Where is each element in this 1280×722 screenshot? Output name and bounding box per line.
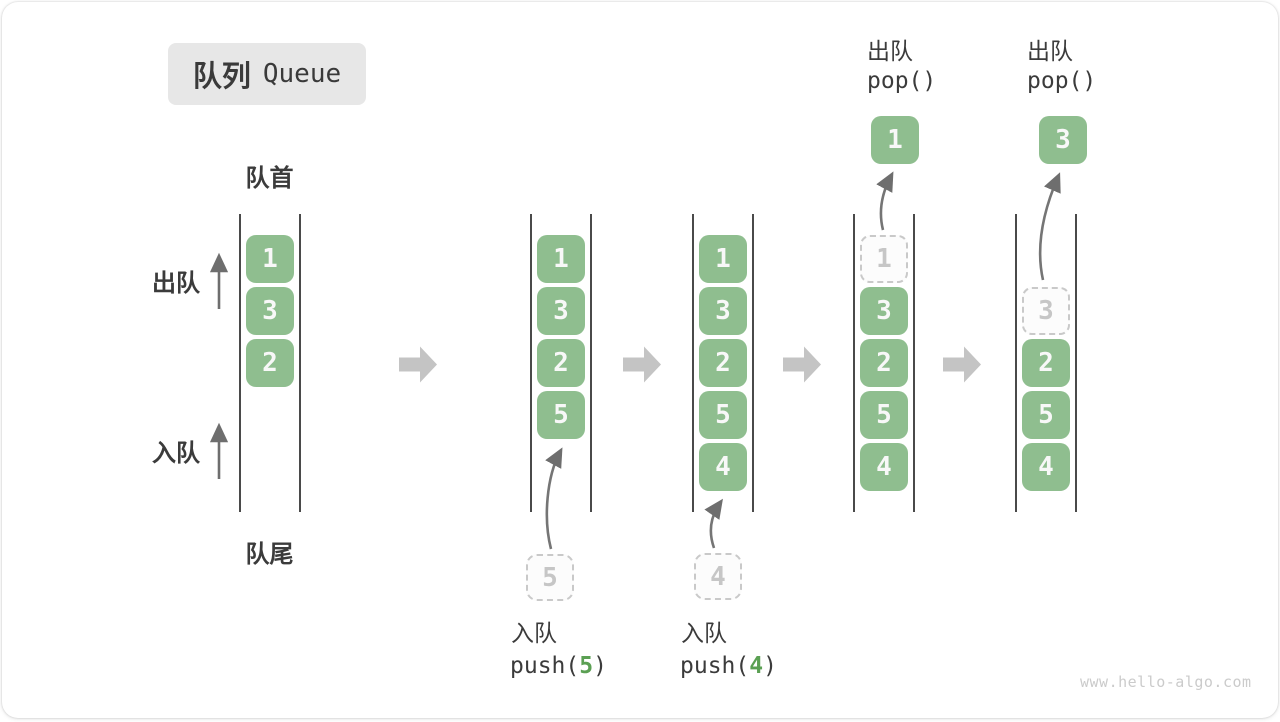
queue-cell: 2	[860, 339, 908, 387]
queue-cell: 3	[537, 287, 585, 335]
queue-wall-left-1	[239, 214, 241, 512]
title-zh: 队列	[192, 61, 251, 93]
queue-cell: 2	[699, 339, 747, 387]
popped-cell: 3	[1039, 116, 1087, 164]
pop2-label: 出队	[1027, 38, 1073, 64]
code-arg: 4	[749, 653, 764, 679]
pop1-arrow-icon	[876, 171, 894, 231]
queue-cell: 3	[246, 287, 294, 335]
code-arg: 5	[579, 653, 594, 679]
push5-label: 入队	[511, 620, 557, 646]
ghost-cell: 1	[860, 235, 908, 283]
queue-wall-right-2	[590, 214, 592, 512]
queue-cell: 3	[860, 287, 908, 335]
pop2-arrow-icon	[1038, 172, 1061, 281]
incoming-cell: 4	[694, 553, 742, 600]
ghost-cell: 3	[1022, 287, 1070, 335]
push4-arrow-icon	[704, 498, 723, 549]
queue-cell: 1	[537, 235, 585, 283]
queue-cell: 5	[860, 391, 908, 439]
pop1-label: 出队	[867, 38, 913, 64]
queue-wall-right-5	[1075, 214, 1077, 512]
queue-cell: 2	[1022, 339, 1070, 387]
queue-cell: 2	[537, 339, 585, 387]
label-enqueue-side: 入队	[152, 440, 200, 467]
queue-wall-right-1	[299, 214, 301, 512]
queue-wall-left-2	[530, 214, 532, 512]
state-transition-arrow-icon	[623, 346, 661, 383]
queue-cell: 1	[246, 235, 294, 283]
queue-cell: 1	[699, 235, 747, 283]
queue-cell: 4	[1022, 443, 1070, 491]
state-transition-arrow-icon	[783, 346, 821, 383]
queue-wall-left-3	[692, 214, 694, 512]
pop2-code: pop()	[1027, 68, 1097, 94]
label-queue-rear: 队尾	[245, 541, 294, 568]
title-en: Queue	[262, 59, 342, 89]
queue-wall-right-4	[913, 214, 915, 512]
queue-cell: 4	[699, 443, 747, 491]
watermark: www.hello-algo.com	[1080, 673, 1252, 691]
title-badge: 队列 Queue	[168, 43, 366, 105]
push5-arrow-icon	[545, 447, 563, 550]
code-post: )	[593, 653, 607, 679]
state-transition-arrow-icon	[943, 346, 981, 383]
push5-code: push(5)	[510, 653, 607, 679]
state-transition-arrow-icon	[399, 346, 437, 383]
code-pre: push(	[680, 653, 750, 679]
queue-cell: 5	[537, 391, 585, 439]
label-queue-front: 队首	[245, 165, 294, 192]
queue-cell: 2	[246, 339, 294, 387]
queue-cell: 4	[860, 443, 908, 491]
push4-code: push(4)	[680, 653, 777, 679]
popped-cell: 1	[871, 116, 919, 164]
queue-wall-right-3	[752, 214, 754, 512]
code-post: )	[763, 653, 777, 679]
incoming-cell: 5	[526, 554, 574, 601]
queue-cell: 3	[699, 287, 747, 335]
label-dequeue-side: 出队	[152, 270, 200, 297]
code-pre: push(	[510, 653, 580, 679]
queue-cell: 5	[1022, 391, 1070, 439]
queue-wall-left-5	[1015, 214, 1017, 512]
queue-cell: 5	[699, 391, 747, 439]
pop1-code: pop()	[867, 68, 937, 94]
push4-label: 入队	[681, 620, 727, 646]
queue-wall-left-4	[853, 214, 855, 512]
